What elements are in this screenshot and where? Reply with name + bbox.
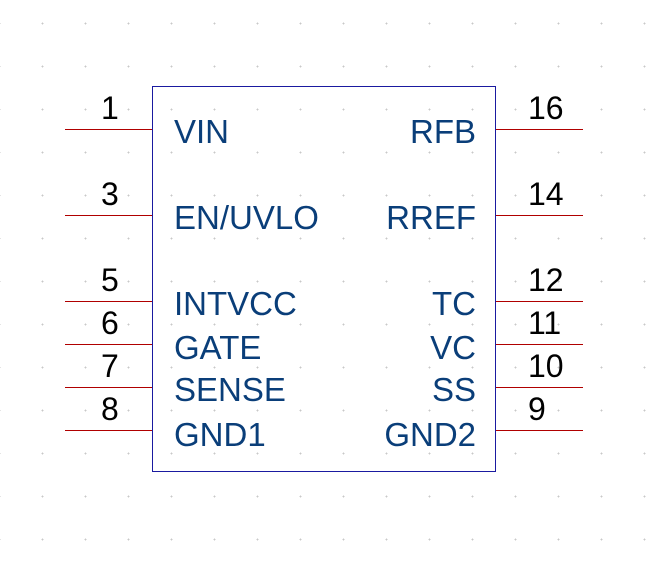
pin-number-14: 14 <box>528 176 564 212</box>
pin-number-7: 7 <box>101 348 119 384</box>
pin-name-gnd2: GND2 <box>384 416 476 453</box>
pin-name-gnd1: GND1 <box>174 416 266 453</box>
pin-number-8: 8 <box>101 391 119 427</box>
pin-name-vc: VC <box>430 329 476 366</box>
pin-line-1 <box>65 129 152 130</box>
pin-line-7 <box>65 387 152 388</box>
pin-number-11: 11 <box>528 305 562 341</box>
pin-name-en-uvlo: EN/UVLO <box>174 199 319 236</box>
pin-number-9: 9 <box>528 391 546 427</box>
pin-line-10 <box>496 387 583 388</box>
pin-line-12 <box>496 301 583 302</box>
pin-number-1: 1 <box>101 90 119 126</box>
pin-line-3 <box>65 215 152 216</box>
pin-line-5 <box>65 301 152 302</box>
pin-line-11 <box>496 344 583 345</box>
pin-line-8 <box>65 430 152 431</box>
pin-number-3: 3 <box>101 176 119 212</box>
pin-number-12: 12 <box>528 262 564 298</box>
pin-name-tc: TC <box>432 285 476 322</box>
pin-line-16 <box>496 129 583 130</box>
pin-number-6: 6 <box>101 305 119 341</box>
pin-name-rref: RREF <box>386 199 476 236</box>
pin-name-ss: SS <box>431 371 476 408</box>
pin-line-14 <box>496 215 583 216</box>
pin-name-intvcc: INTVCC <box>174 285 297 322</box>
pin-line-9 <box>496 430 583 431</box>
pin-number-10: 10 <box>528 348 564 384</box>
pin-name-vin: VIN <box>174 113 230 150</box>
pin-name-rfb: RFB <box>410 113 476 150</box>
pin-name-gate: GATE <box>174 329 262 366</box>
pin-number-5: 5 <box>101 262 119 298</box>
pin-number-16: 16 <box>528 90 564 126</box>
ic-body[interactable] <box>152 86 496 472</box>
pin-line-6 <box>65 344 152 345</box>
pin-name-sense: SENSE <box>174 371 286 408</box>
